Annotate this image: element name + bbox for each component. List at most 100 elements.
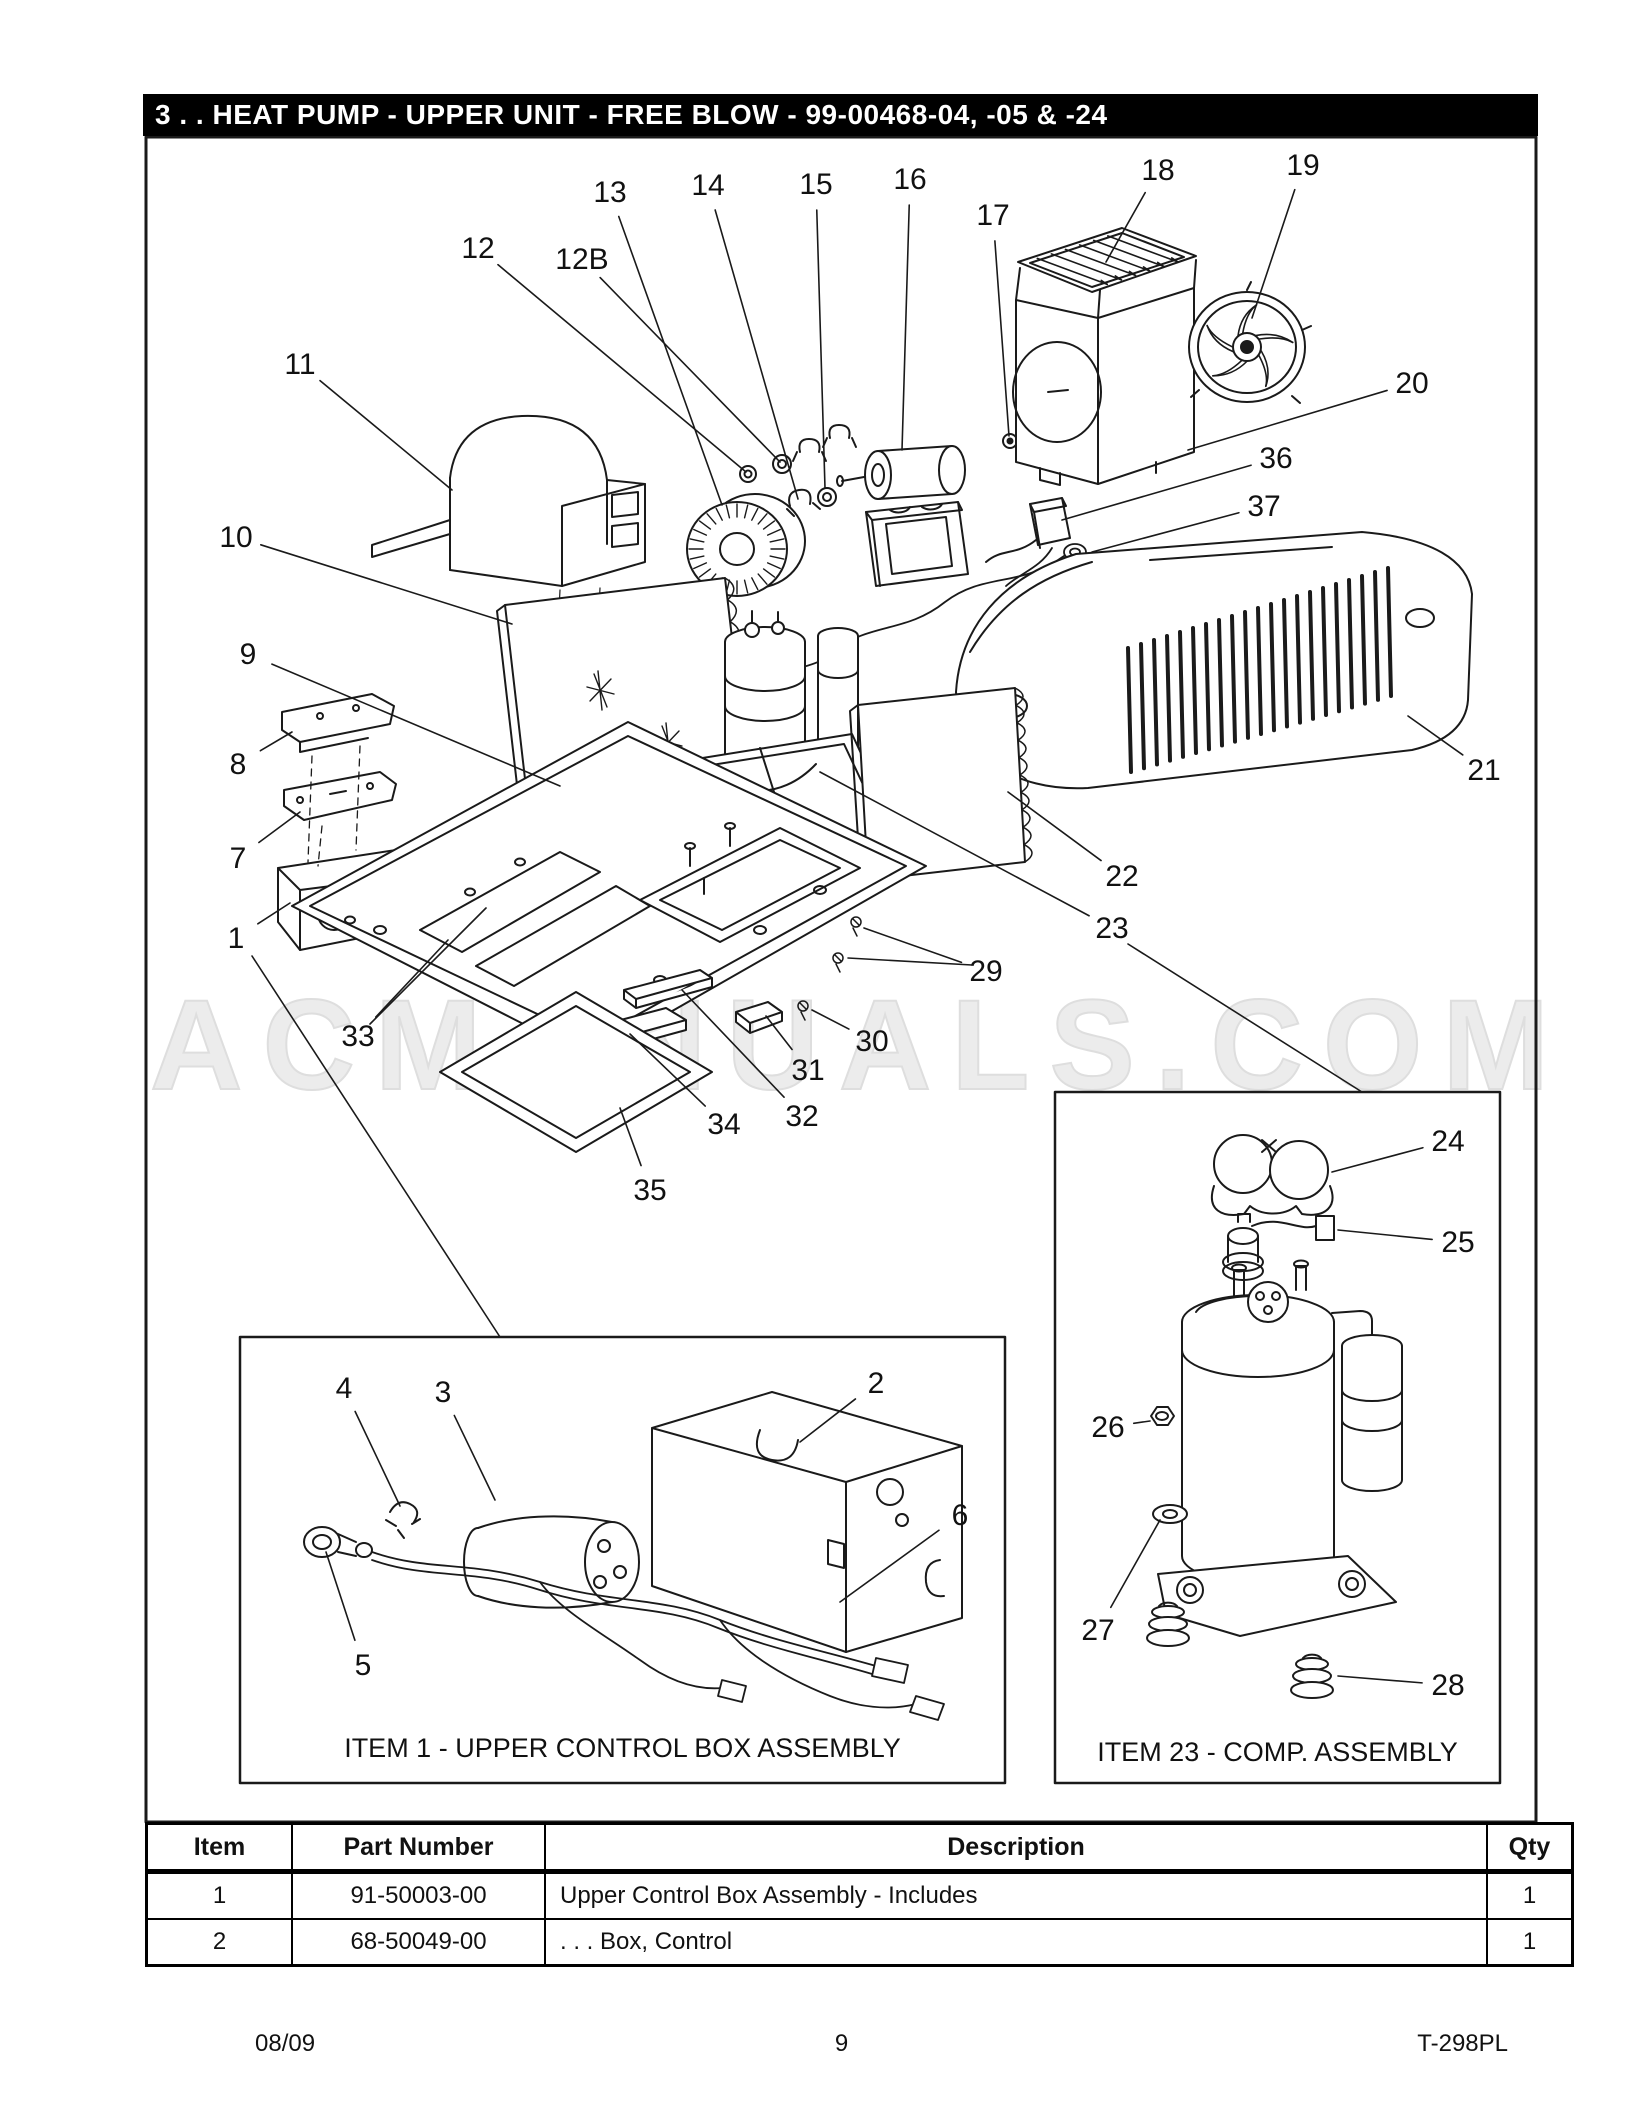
footer-page-number: 9	[834, 2030, 849, 2057]
leader-line	[251, 955, 501, 1338]
callout-26: 26	[1091, 1411, 1124, 1444]
leader-line	[259, 544, 513, 625]
leader-line	[1407, 715, 1464, 756]
callout-23: 23	[1095, 912, 1128, 945]
leader-line	[1251, 188, 1296, 319]
base-pan-part	[291, 721, 927, 1059]
callout-28: 28	[1431, 1669, 1464, 1702]
table-cell: . . . Box, Control	[544, 1918, 1488, 1967]
clamp-14-part	[786, 488, 821, 517]
leader-line	[799, 1398, 857, 1443]
callout-36: 36	[1259, 442, 1292, 475]
cond-coil-part	[849, 687, 1033, 887]
callout-11: 11	[284, 348, 315, 381]
leader-line	[811, 1009, 850, 1030]
fan-motor-part	[836, 445, 966, 500]
foam-block-31-part	[735, 1001, 783, 1034]
leader-line	[815, 209, 826, 489]
table-cell: Upper Control Box Assembly - Includes	[544, 1870, 1488, 1920]
leader-line	[619, 1107, 642, 1167]
callout-15: 15	[799, 168, 832, 201]
leader-line	[1337, 1229, 1433, 1241]
section-title: 3 . . HEAT PUMP - UPPER UNIT - FREE BLOW…	[155, 99, 1108, 130]
leader-line	[1061, 464, 1252, 521]
inset1-connector-part	[303, 1526, 373, 1558]
leader-line	[839, 1529, 940, 1603]
leader-line	[617, 215, 723, 506]
inset-item1-caption: ITEM 1 - UPPER CONTROL BOX ASSEMBLY	[344, 1733, 901, 1763]
table-cell: 1	[145, 1870, 293, 1920]
leader-line	[369, 907, 487, 1025]
leader-line	[374, 939, 449, 1018]
callout-4: 4	[336, 1372, 353, 1405]
callout-25: 25	[1441, 1226, 1474, 1259]
leader-line	[1187, 389, 1388, 451]
grommet-17-part	[1002, 433, 1018, 449]
leader-line	[257, 902, 291, 925]
axial-fan-part	[1188, 281, 1312, 404]
inset23-grommet-parts	[1146, 1601, 1334, 1699]
table-header-col-part: Part Number	[291, 1822, 546, 1874]
leader-line	[629, 1033, 707, 1107]
callout-21: 21	[1467, 754, 1500, 787]
callout-32: 32	[785, 1100, 818, 1133]
leader-line	[819, 771, 1090, 917]
junction-box-part	[985, 497, 1071, 563]
callout-29: 29	[969, 955, 1002, 988]
inset23-terminal-cover-part	[1211, 1134, 1334, 1216]
leader-line	[681, 989, 785, 1098]
leader-line	[453, 1414, 496, 1501]
inset1-clamp-part	[385, 1501, 421, 1539]
leader-line	[271, 663, 561, 787]
ring-12-part	[739, 465, 757, 483]
callout-22: 22	[1105, 860, 1138, 893]
leader-line	[863, 927, 963, 964]
leader-line	[354, 1410, 401, 1507]
footer-doc-number: T-298PL	[1417, 2030, 1508, 2057]
section-title-bar: 3 . . HEAT PUMP - UPPER UNIT - FREE BLOW…	[143, 94, 1538, 136]
callout-12B: 12B	[555, 243, 608, 276]
leader-line	[994, 240, 1010, 437]
table-cell: 1	[1486, 1870, 1574, 1920]
bracket-7-part	[283, 771, 397, 821]
callout-27: 27	[1081, 1614, 1114, 1647]
leader-line	[497, 263, 747, 473]
evap-coil-part	[496, 577, 983, 841]
leader-line	[1132, 1420, 1151, 1425]
callout-24: 24	[1431, 1125, 1464, 1158]
leader-line	[901, 204, 911, 451]
leader-line	[1109, 1519, 1161, 1609]
callout-2: 2	[868, 1367, 885, 1400]
leader-line	[714, 209, 799, 500]
leader-line	[765, 1015, 793, 1051]
leader-line	[325, 1551, 356, 1642]
leader-line	[1127, 943, 1363, 1093]
inset-item23-caption: ITEM 23 - COMP. ASSEMBLY	[1097, 1737, 1458, 1767]
callout-37: 37	[1247, 490, 1280, 523]
inset1-harness-part	[371, 1551, 945, 1721]
motor-mount-part	[865, 501, 969, 587]
callout-12: 12	[461, 232, 494, 265]
table-cell: 68-50049-00	[291, 1918, 546, 1967]
callout-31: 31	[791, 1054, 824, 1087]
callout-33: 33	[341, 1020, 374, 1053]
leader-line	[259, 731, 293, 752]
leader-line	[319, 379, 453, 491]
inset1-capacitor-part	[463, 1515, 640, 1609]
gasket-part	[439, 991, 713, 1153]
table-header-col-item: Item	[145, 1822, 293, 1874]
callout-5: 5	[355, 1649, 372, 1682]
callout-19: 19	[1286, 149, 1319, 182]
callout-13: 13	[593, 176, 626, 209]
callout-3: 3	[435, 1376, 452, 1409]
callout-8: 8	[230, 748, 247, 781]
leader-line	[1007, 791, 1102, 862]
inset23-washer-part	[1152, 1504, 1188, 1524]
top-cover-part	[955, 531, 1473, 790]
inset23-compressor-part	[1157, 1259, 1403, 1637]
table-cell: 2	[145, 1918, 293, 1967]
